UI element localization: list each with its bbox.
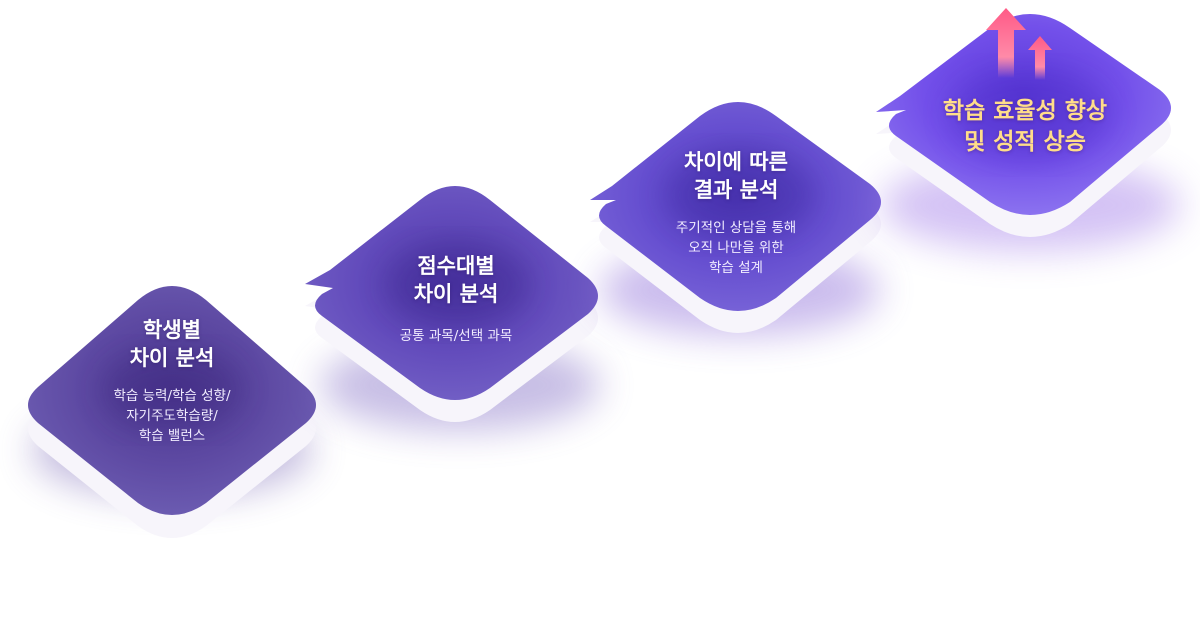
step-4-title: 학습 효율성 향상 및 성적 상승 <box>942 98 1108 155</box>
step-1-label: 학생별 차이 분석 학습 능력/학습 성향/ 자기주도학습량/ 학습 밸런스 <box>72 316 272 446</box>
step-3-title: 차이에 따른 결과 분석 <box>684 150 788 202</box>
step-4-tile <box>876 14 1180 251</box>
step-1-title: 학생별 차이 분석 <box>129 318 215 370</box>
step-2-tile <box>305 186 600 431</box>
step-3-description: 주기적인 상담을 통해 오직 나만을 위한 학습 설계 <box>675 220 797 276</box>
step-2-label: 점수대별 차이 분석 공통 과목/선택 과목 <box>356 252 556 346</box>
step-1-description: 학습 능력/학습 성향/ 자기주도학습량/ 학습 밸런스 <box>113 388 231 444</box>
step-2-title: 점수대별 차이 분석 <box>413 254 499 306</box>
step-3-label: 차이에 따른 결과 분석 주기적인 상담을 통해 오직 나만을 위한 학습 설계 <box>636 148 836 278</box>
step-3-tile <box>590 102 881 336</box>
step-4-label: 학습 효율성 향상 및 성적 상승 <box>910 96 1140 158</box>
upward-arrows-icon <box>986 8 1052 80</box>
step-2-description: 공통 과목/선택 과목 <box>399 328 513 344</box>
step-1-tile <box>28 286 316 538</box>
